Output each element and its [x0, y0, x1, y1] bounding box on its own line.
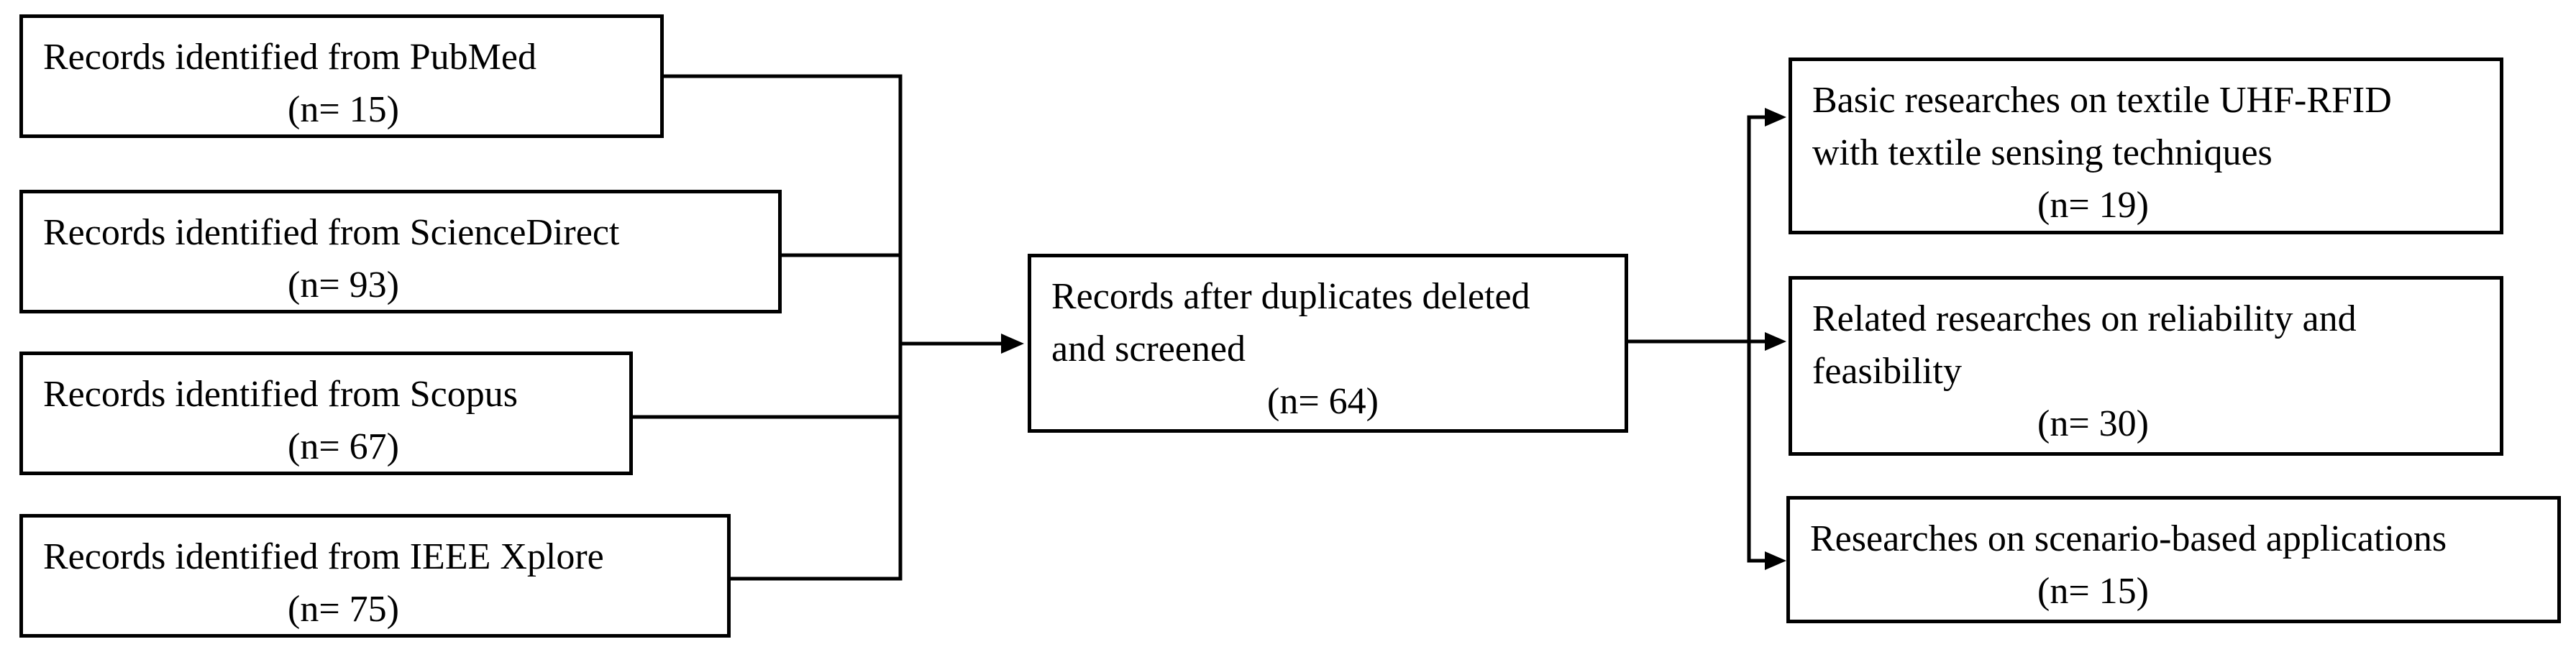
source-count: (n= 15) — [288, 89, 399, 130]
arrowhead-basic — [1765, 108, 1786, 127]
category-box-related: Related researches on reliability and fe… — [1789, 276, 2503, 456]
category-line-2: feasibility — [1812, 351, 1962, 392]
merged-count: (n= 64) — [1267, 381, 1379, 422]
merged-line-2: and screened — [1051, 329, 1246, 369]
category-line-1: Basic researches on textile UHF-RFID — [1812, 80, 2392, 121]
arrowhead-merged — [1001, 334, 1024, 354]
source-box-pubmed: Records identified from PubMed (n= 15) — [19, 14, 664, 138]
category-count: (n= 30) — [2037, 403, 2149, 444]
source-box-scopus: Records identified from Scopus (n= 67) — [19, 352, 633, 475]
merged-box: Records after duplicates deleted and scr… — [1028, 254, 1628, 433]
category-box-basic: Basic researches on textile UHF-RFID wit… — [1789, 58, 2503, 234]
merged-line-1: Records after duplicates deleted — [1051, 276, 1530, 317]
category-line-1: Related researches on reliability and — [1812, 298, 2357, 339]
category-count: (n= 15) — [2037, 571, 2149, 612]
category-line-1: Researches on scenario-based application… — [1810, 518, 2447, 559]
source-label: Records identified from Scopus — [43, 374, 518, 415]
source-label: Records identified from ScienceDirect — [43, 212, 620, 253]
source-label: Records identified from PubMed — [43, 37, 536, 78]
category-count: (n= 19) — [2037, 185, 2149, 226]
source-count: (n= 67) — [288, 426, 399, 467]
arrowhead-related — [1765, 332, 1786, 351]
source-label: Records identified from IEEE Xplore — [43, 536, 604, 577]
source-box-sciencedirect: Records identified from ScienceDirect (n… — [19, 190, 782, 313]
source-box-ieee: Records identified from IEEE Xplore (n= … — [19, 514, 731, 638]
category-line-2: with textile sensing techniques — [1812, 132, 2273, 173]
source-count: (n= 93) — [288, 265, 399, 306]
category-box-scenario: Researches on scenario-based application… — [1786, 496, 2561, 623]
source-count: (n= 75) — [288, 589, 399, 630]
arrowhead-scenario — [1765, 551, 1786, 570]
